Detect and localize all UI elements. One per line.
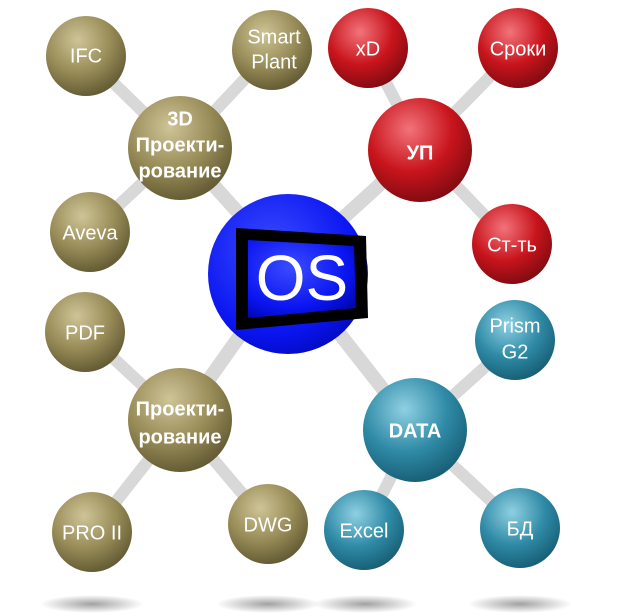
leaf-label: Plant (251, 51, 297, 73)
leaf-node[interactable] (52, 492, 132, 572)
os-logo-frame-inner (248, 240, 356, 318)
hub-node[interactable] (363, 378, 467, 482)
leaf-label: DWG (244, 514, 293, 536)
center-os-node[interactable]: OS (208, 194, 368, 354)
hub-label: DATA (389, 420, 442, 442)
leaf-label: IFC (70, 45, 102, 67)
shadow (468, 595, 572, 613)
leaf-label: PDF (65, 322, 105, 344)
hub-node[interactable] (128, 96, 232, 200)
leaf-label: Prism (489, 315, 540, 337)
leaf-label: Ст-ть (487, 234, 537, 256)
leaf-label: Excel (340, 520, 389, 542)
leaf-node[interactable] (50, 192, 130, 272)
cluster-data: Prism G2 Excel БД DATA (324, 300, 560, 570)
leaf-label: Smart (247, 26, 301, 48)
hub-label: рование (138, 426, 221, 448)
leaf-label: PRO II (62, 522, 122, 544)
cluster-up: xD Сроки Ст-ть УП (328, 8, 558, 284)
hub-node[interactable] (128, 368, 232, 472)
hub-label: Проекти- (136, 134, 225, 156)
leaf-node[interactable] (45, 292, 125, 372)
hub-node[interactable] (368, 98, 472, 202)
cluster-3d-design: IFC Smart Plant Aveva 3D Проекти- ровани… (46, 10, 312, 272)
shadow (313, 595, 417, 613)
leaf-node[interactable] (472, 204, 552, 284)
shadow (216, 595, 320, 613)
leaf-node[interactable] (478, 8, 558, 88)
leaf-node[interactable] (324, 490, 404, 570)
leaf-label: G2 (502, 341, 529, 363)
hub-label: УП (407, 142, 434, 164)
ground-shadows (40, 595, 572, 613)
cluster-design: PDF PRO II DWG Проекти- рование (45, 292, 308, 572)
hub-label: рование (138, 160, 221, 182)
leaf-node[interactable] (232, 10, 312, 90)
leaf-node[interactable] (228, 484, 308, 564)
hub-label: Проекти- (136, 398, 225, 420)
leaf-label: xD (356, 38, 380, 60)
shadow (40, 595, 144, 613)
hub-label: 3D (167, 108, 193, 130)
os-label: OS (256, 242, 348, 314)
leaf-node[interactable] (480, 488, 560, 568)
leaf-label: Aveva (62, 222, 118, 244)
leaf-node[interactable] (46, 16, 126, 96)
leaf-label: Сроки (490, 38, 547, 60)
leaf-node[interactable] (475, 300, 555, 380)
leaf-label: БД (507, 518, 534, 540)
leaf-node[interactable] (328, 8, 408, 88)
